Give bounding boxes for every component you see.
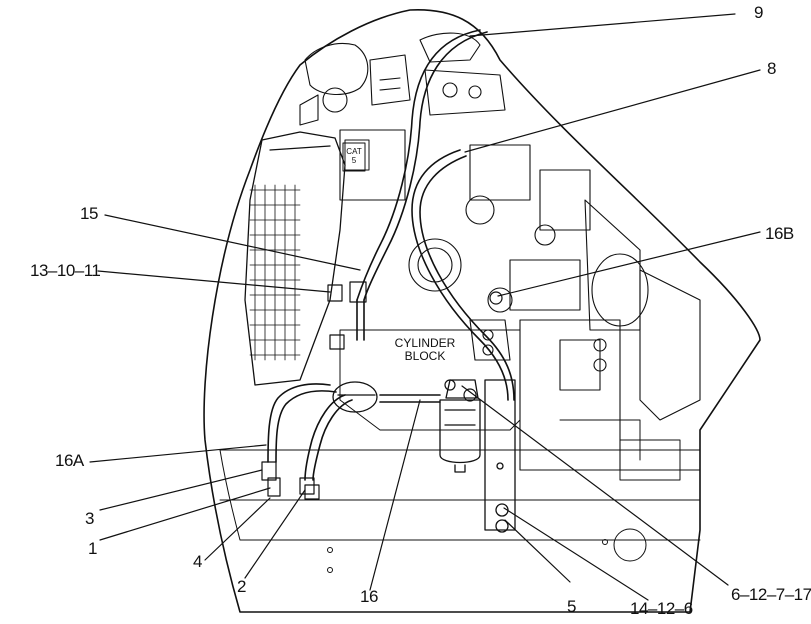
callout-5: 5 [567, 597, 576, 616]
fittings [261, 281, 503, 500]
callout-8: 8 [767, 59, 776, 78]
leader-5 [504, 519, 571, 583]
leader-16b [497, 231, 761, 297]
leader-16a [89, 444, 267, 463]
upper-machinery [299, 32, 506, 201]
leader-13-10-11 [97, 270, 331, 293]
leader-15 [104, 214, 361, 271]
decal-line-2: 5 [351, 156, 357, 165]
bracket [484, 379, 516, 533]
fuel-lines [267, 29, 515, 481]
cat-decal [342, 142, 366, 172]
leader-1 [99, 487, 271, 541]
decal-line-1: CAT [346, 147, 362, 156]
callout-16a: 16A [55, 451, 84, 470]
priming-bulb [332, 381, 378, 413]
leader-8 [464, 69, 761, 153]
leader-lines [89, 13, 761, 601]
leader-16 [369, 399, 421, 591]
engine-housing [244, 131, 346, 386]
callout-1: 1 [88, 539, 97, 558]
leader-3 [99, 469, 263, 511]
callout-3: 3 [85, 509, 94, 528]
leader-9 [469, 13, 736, 37]
cylinder-block-line-2: BLOCK [404, 349, 446, 363]
leader-2 [244, 489, 306, 579]
callout-2: 2 [237, 577, 246, 596]
cylinder-block [339, 329, 521, 431]
cylinder-block-line-1: CYLINDER [394, 336, 456, 350]
callout-6-12-7-17: 6–12–7–17 [731, 585, 811, 604]
callout-16b: 16B [765, 224, 794, 243]
cylinder-block-label: CYLINDER BLOCK [385, 337, 465, 363]
callout-16: 16 [360, 587, 378, 606]
decal-text: CAT 5 [343, 147, 365, 165]
callout-13-10-11: 13–10–11 [30, 261, 101, 280]
leader-14-12-6 [503, 507, 649, 601]
leader-4 [204, 497, 271, 561]
callout-9: 9 [754, 3, 763, 22]
fuel-filter [439, 379, 481, 473]
callout-4: 4 [193, 552, 202, 571]
callout-15: 15 [80, 204, 98, 223]
engine-vignette-outline [203, 9, 761, 613]
lower-frame [219, 419, 701, 573]
leader-6-12-7-17 [461, 385, 729, 586]
callout-14-12-6: 14–12–6 [630, 599, 693, 618]
